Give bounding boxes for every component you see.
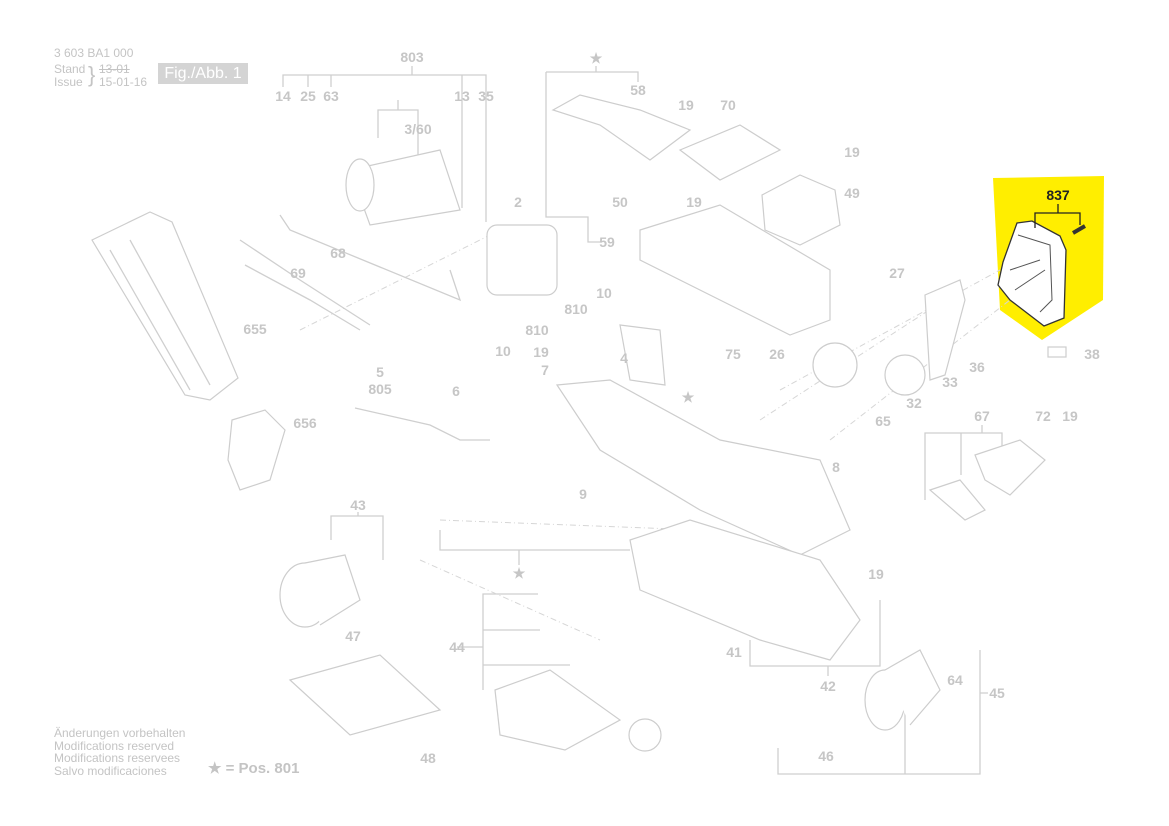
callout-41: 41 — [726, 644, 742, 660]
callout-13: 13 — [454, 88, 470, 104]
callout--: ★ — [590, 50, 603, 66]
callout-47: 47 — [345, 628, 361, 644]
callout-25: 25 — [300, 88, 316, 104]
callout-32: 32 — [906, 395, 922, 411]
part-59-housing-top[interactable] — [639, 204, 831, 336]
callout-14: 14 — [275, 88, 291, 104]
part-3-60-armature[interactable] — [345, 149, 461, 226]
callout-8: 8 — [832, 459, 840, 475]
part-27-belt[interactable] — [924, 279, 966, 381]
brace: } — [88, 62, 96, 87]
part-number: 3 603 BA1 000 — [54, 46, 134, 60]
callout-63: 63 — [323, 88, 339, 104]
callout-65: 65 — [875, 413, 891, 429]
part-43-roller[interactable] — [279, 554, 361, 628]
part-655-dust-box[interactable] — [91, 211, 239, 401]
part-45-roller[interactable] — [864, 649, 941, 731]
callout-19: 19 — [678, 97, 694, 113]
part-44-frame[interactable] — [494, 669, 662, 752]
callout-655: 655 — [243, 321, 267, 337]
part-70-cover[interactable] — [678, 124, 782, 181]
callout-27: 27 — [889, 265, 905, 281]
callout-19: 19 — [686, 194, 702, 210]
part-housing-main[interactable] — [555, 379, 851, 556]
part-base-frame[interactable] — [629, 519, 861, 661]
note-fr: Modifications reservees — [54, 751, 181, 765]
part-6-cable[interactable] — [354, 407, 490, 441]
part-837-cover[interactable] — [997, 204, 1087, 327]
part-47-plate[interactable] — [288, 654, 442, 736]
callout-35: 35 — [478, 88, 494, 104]
stand-date: 13-01 — [99, 62, 130, 76]
callout-72: 72 — [1035, 408, 1051, 424]
callout-67: 67 — [974, 408, 990, 424]
callout-19: 19 — [533, 344, 549, 360]
issue-date: 15-01-16 — [99, 75, 148, 89]
note-es: Salvo modificaciones — [54, 763, 167, 778]
callout-19: 19 — [868, 566, 884, 582]
callout-3-60: 3/60 — [404, 121, 431, 137]
callout-45: 45 — [989, 685, 1005, 701]
callout-36: 36 — [969, 359, 985, 375]
callout-19: 19 — [1062, 408, 1078, 424]
callout-58: 58 — [630, 82, 646, 98]
callout--: ★ — [513, 565, 526, 581]
callout-2: 2 — [514, 194, 522, 210]
callout-50: 50 — [612, 194, 628, 210]
star-legend: ★ = Pos. 801 — [208, 760, 300, 777]
callout-75: 75 — [725, 346, 741, 362]
part-68-69-wires[interactable] — [239, 214, 462, 331]
callout-26: 26 — [769, 346, 785, 362]
part-49-knob[interactable] — [761, 174, 841, 246]
callout-69: 69 — [290, 265, 306, 281]
callout-7: 7 — [541, 362, 549, 378]
callout-9: 9 — [579, 486, 587, 502]
part-2-field[interactable] — [486, 224, 558, 296]
issue-label: Issue — [54, 75, 83, 89]
part-32-pulley[interactable] — [812, 342, 926, 396]
callout-805: 805 — [368, 381, 392, 397]
stand-label: Stand — [54, 62, 86, 76]
callout-4: 4 — [620, 350, 628, 366]
callout-68: 68 — [330, 245, 346, 261]
callout-44: 44 — [449, 639, 465, 655]
callout-59: 59 — [599, 234, 615, 250]
callout-64: 64 — [947, 672, 963, 688]
modification-notes: Änderungen vorbehalten Modifications res… — [54, 727, 185, 777]
callout-19: 19 — [844, 144, 860, 160]
part-38-plate[interactable] — [1047, 346, 1067, 358]
part-67-knob[interactable] — [928, 439, 1046, 521]
callout-6: 6 — [452, 383, 460, 399]
callout-837[interactable]: 837 — [1046, 187, 1070, 203]
callout-10: 10 — [596, 285, 612, 301]
callout-48: 48 — [420, 750, 436, 766]
note-en: Modifications reserved — [54, 738, 175, 753]
part-58-handle[interactable] — [551, 94, 692, 161]
callout-38: 38 — [1084, 346, 1100, 362]
callout-43: 43 — [350, 497, 366, 513]
callout-656: 656 — [293, 415, 317, 431]
callout--: ★ — [682, 389, 695, 405]
part-4-switch[interactable] — [619, 324, 666, 386]
callout-46: 46 — [818, 748, 834, 764]
callout-70: 70 — [720, 97, 736, 113]
callout-33: 33 — [942, 374, 958, 390]
callout-803: 803 — [400, 49, 424, 65]
callout-42: 42 — [820, 678, 836, 694]
part-656-adapter[interactable] — [227, 409, 286, 491]
callout-810: 810 — [525, 322, 549, 338]
callout-810: 810 — [564, 301, 588, 317]
callout-10: 10 — [495, 343, 511, 359]
callout-5: 5 — [376, 364, 384, 380]
note-de: Änderungen vorbehalten — [54, 726, 186, 740]
callout-49: 49 — [844, 185, 860, 201]
figure-label: Fig./Abb. 1 — [158, 63, 248, 84]
